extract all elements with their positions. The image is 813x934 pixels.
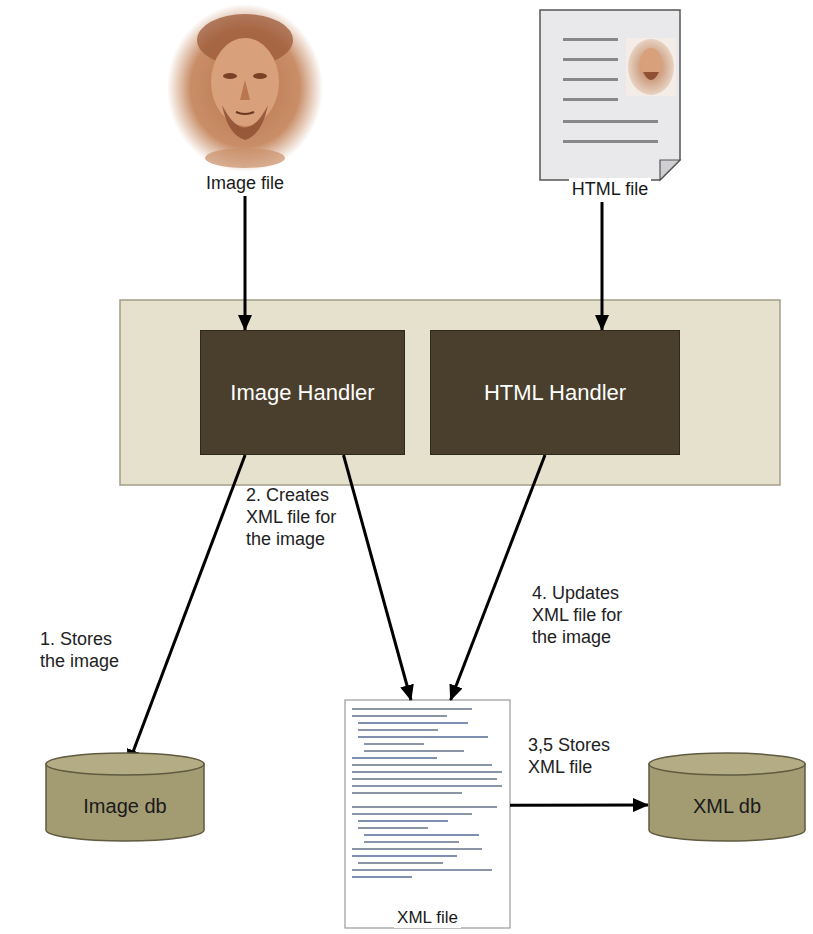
node-text-group: XML db — [690, 794, 764, 818]
xml-file-node: XML file — [345, 700, 510, 930]
node-text-group: Image db — [80, 794, 169, 818]
database-label: Image db — [80, 794, 169, 818]
html-file-node: HTML file — [530, 8, 690, 202]
connector-arrow — [243, 196, 246, 330]
node-text-group: HTML file — [569, 178, 651, 200]
connector-arrow — [510, 804, 648, 807]
html-document-icon — [540, 10, 680, 180]
step-label: 3,5 Stores XML file — [528, 734, 638, 778]
connector-arrow — [344, 455, 412, 700]
connector-arrow — [128, 455, 245, 765]
connector-arrow — [601, 202, 604, 330]
file-caption: XML file — [394, 908, 461, 928]
handler-box: Image Handler — [200, 330, 405, 455]
node-text-group: Image file — [203, 172, 287, 194]
container-panel — [120, 300, 780, 485]
handler-label: HTML Handler — [481, 380, 629, 406]
bust-illustration — [167, 4, 323, 172]
node-text-group: Image Handler — [227, 380, 377, 406]
database-cylinder: Image db — [45, 752, 205, 842]
database-label: XML db — [690, 794, 764, 818]
handler-box: HTML Handler — [430, 330, 680, 455]
node-text-group: HTML Handler — [481, 380, 629, 406]
xml-document-icon — [345, 700, 510, 928]
file-caption: HTML file — [569, 178, 651, 200]
connector-arrow — [451, 455, 545, 700]
image-file-node: Image file — [150, 4, 340, 196]
step-label: 2. Creates XML file for the image — [246, 484, 346, 550]
database-cylinder: XML db — [648, 752, 806, 842]
handler-label: Image Handler — [227, 380, 377, 406]
step-label: 1. Stores the image — [40, 628, 135, 672]
file-caption: Image file — [203, 172, 287, 194]
step-label: 4. Updates XML file for the image — [532, 582, 650, 648]
node-text-group: XML file — [394, 908, 461, 928]
